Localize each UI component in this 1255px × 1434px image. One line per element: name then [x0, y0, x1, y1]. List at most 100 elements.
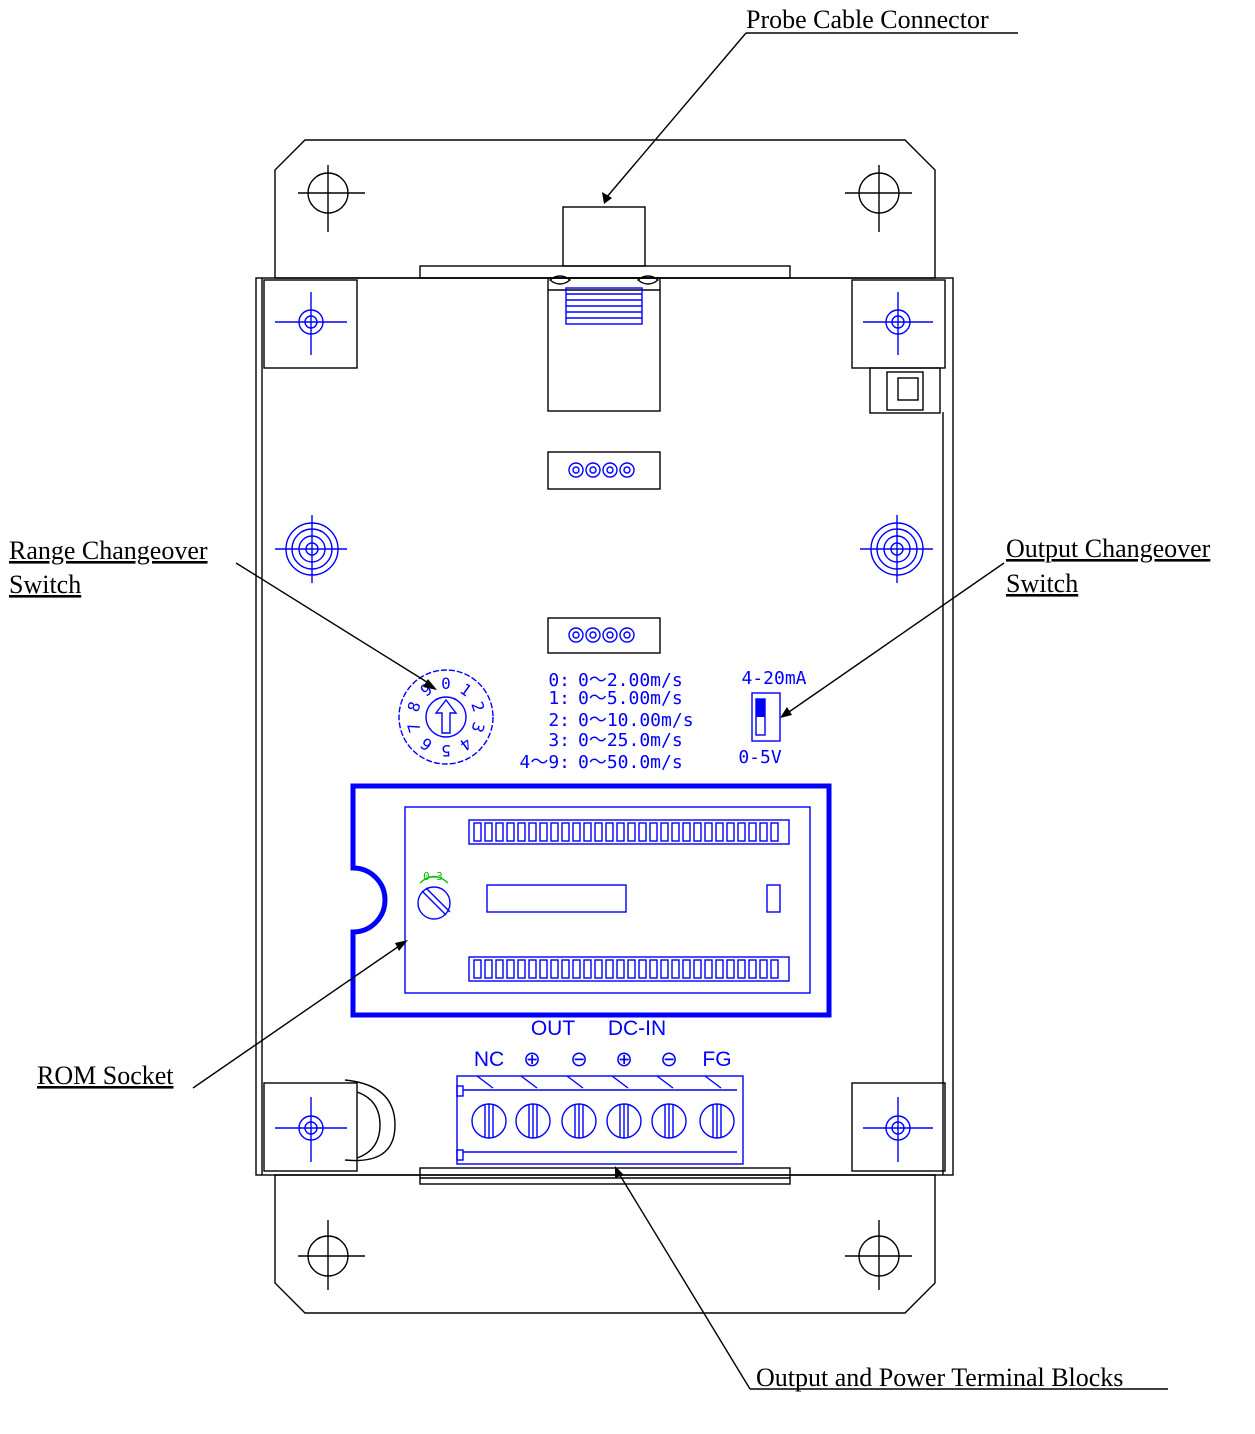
dial-digit: 8	[404, 699, 425, 714]
rom-pin	[693, 822, 702, 842]
rom-pin	[605, 822, 614, 842]
screw-icon	[275, 1097, 347, 1162]
rom-pin	[660, 822, 669, 842]
terminal-label-fg: FG	[702, 1048, 731, 1071]
rom-pin	[649, 959, 658, 979]
dial-digit: 5	[441, 741, 451, 760]
rom-pin	[671, 822, 680, 842]
dial-digit: 0	[441, 674, 451, 693]
rom-pin	[550, 822, 559, 842]
rom-pin	[517, 822, 526, 842]
range-value: 0〜2.00m/s	[578, 670, 683, 691]
terminal-screw-icon	[651, 1075, 687, 1139]
terminal-screws	[471, 1075, 735, 1139]
terminal-group-out: OUT	[531, 1017, 576, 1040]
rom-pin	[528, 959, 537, 979]
rom-pin	[539, 959, 548, 979]
pin-header-upper	[568, 462, 635, 478]
range-table: 0: 0〜2.00m/s 1: 0〜5.00m/s 2: 0〜10.00m/s …	[519, 670, 693, 773]
rom-pin	[726, 959, 735, 979]
mounting-hole-icon	[845, 165, 912, 232]
mounting-hole-icon	[298, 165, 365, 232]
terminal-blocks-label: Output and Power Terminal Blocks	[756, 1363, 1123, 1392]
screw-icon	[275, 292, 347, 355]
mounting-hole-icon	[298, 1220, 365, 1290]
rom-pin	[594, 959, 603, 979]
terminal-group-dcin: DC-IN	[608, 1017, 666, 1040]
rom-pin	[737, 822, 746, 842]
rom-pin	[737, 959, 746, 979]
terminal-label-dc-plus: ⊕	[615, 1048, 633, 1071]
range-key: 0:	[548, 670, 570, 691]
mounting-hole-icon	[845, 1220, 912, 1290]
output-switch[interactable]: 4-20mA 0-5V	[738, 668, 806, 768]
rom-pin	[605, 959, 614, 979]
dial-digit: 4	[456, 734, 475, 755]
rom-pin	[715, 822, 724, 842]
rom-pin	[671, 959, 680, 979]
rom-pin	[638, 822, 647, 842]
rom-pin	[583, 822, 592, 842]
rom-pin	[638, 959, 647, 979]
rom-pin	[616, 959, 625, 979]
rom-pin	[506, 959, 515, 979]
terminal-label-dc-minus: ⊖	[660, 1048, 678, 1071]
terminal-label-nc: NC	[474, 1048, 504, 1071]
screw-posts	[275, 292, 933, 1162]
leader-lines	[192, 32, 1168, 1390]
mounting-holes	[298, 165, 912, 1290]
callouts: Probe Cable Connector Range Changeover S…	[9, 5, 1211, 1392]
rom-pin	[616, 822, 625, 842]
rom-pin	[770, 959, 779, 979]
rom-pin	[572, 822, 581, 842]
rom-pin	[627, 822, 636, 842]
dial-digit: 6	[417, 734, 436, 755]
terminal-label-out-minus: ⊖	[570, 1048, 588, 1071]
rom-pin	[704, 959, 713, 979]
terminal-label-out-plus: ⊕	[523, 1048, 541, 1071]
terminal-screw-icon	[561, 1075, 597, 1139]
rom-pin	[550, 959, 559, 979]
rom-pin	[682, 959, 691, 979]
dial-digit: 1	[456, 679, 475, 700]
rom-socket-label: ROM Socket	[37, 1061, 174, 1090]
range-value: 0〜25.0m/s	[578, 730, 683, 751]
rom-pin	[561, 822, 570, 842]
rom-pin	[704, 822, 713, 842]
terminal-block: OUT DC-IN NC ⊕ ⊖ ⊕ ⊖ FG	[456, 1017, 744, 1165]
pin-header-lower	[568, 627, 635, 643]
rom-pin	[484, 959, 493, 979]
rom-pin	[693, 959, 702, 979]
rom-pin	[715, 959, 724, 979]
rom-pin	[484, 822, 493, 842]
range-switch-label-line1: Range Changeover	[9, 536, 208, 565]
rom-pin	[495, 959, 504, 979]
dial-digit: 3	[467, 720, 488, 735]
rom-pin	[561, 959, 570, 979]
range-key: 2:	[548, 710, 570, 731]
range-key: 1:	[548, 688, 570, 709]
rom-pin	[539, 822, 548, 842]
rom-pin	[594, 822, 603, 842]
rom-pin	[682, 822, 691, 842]
rom-pin	[473, 959, 482, 979]
trimmer-label: 0—3	[423, 870, 443, 883]
rom-pin	[572, 959, 581, 979]
rom-pins-top	[473, 822, 779, 842]
connector-coil-icon	[565, 287, 643, 325]
rom-pin	[748, 822, 757, 842]
rom-pin	[495, 822, 504, 842]
enclosure-outline	[255, 139, 954, 1314]
rom-pin	[583, 959, 592, 979]
rom-pin	[627, 959, 636, 979]
standoff-icon	[275, 515, 347, 583]
terminal-screw-icon	[471, 1075, 507, 1139]
output-switch-top-label: 4-20mA	[741, 668, 806, 689]
terminal-screw-icon	[606, 1075, 642, 1139]
rom-pin	[517, 959, 526, 979]
output-switch-bottom-label: 0-5V	[738, 747, 782, 768]
terminal-screw-icon	[699, 1075, 735, 1139]
rom-pin	[759, 822, 768, 842]
rom-pins-bottom	[473, 959, 779, 979]
